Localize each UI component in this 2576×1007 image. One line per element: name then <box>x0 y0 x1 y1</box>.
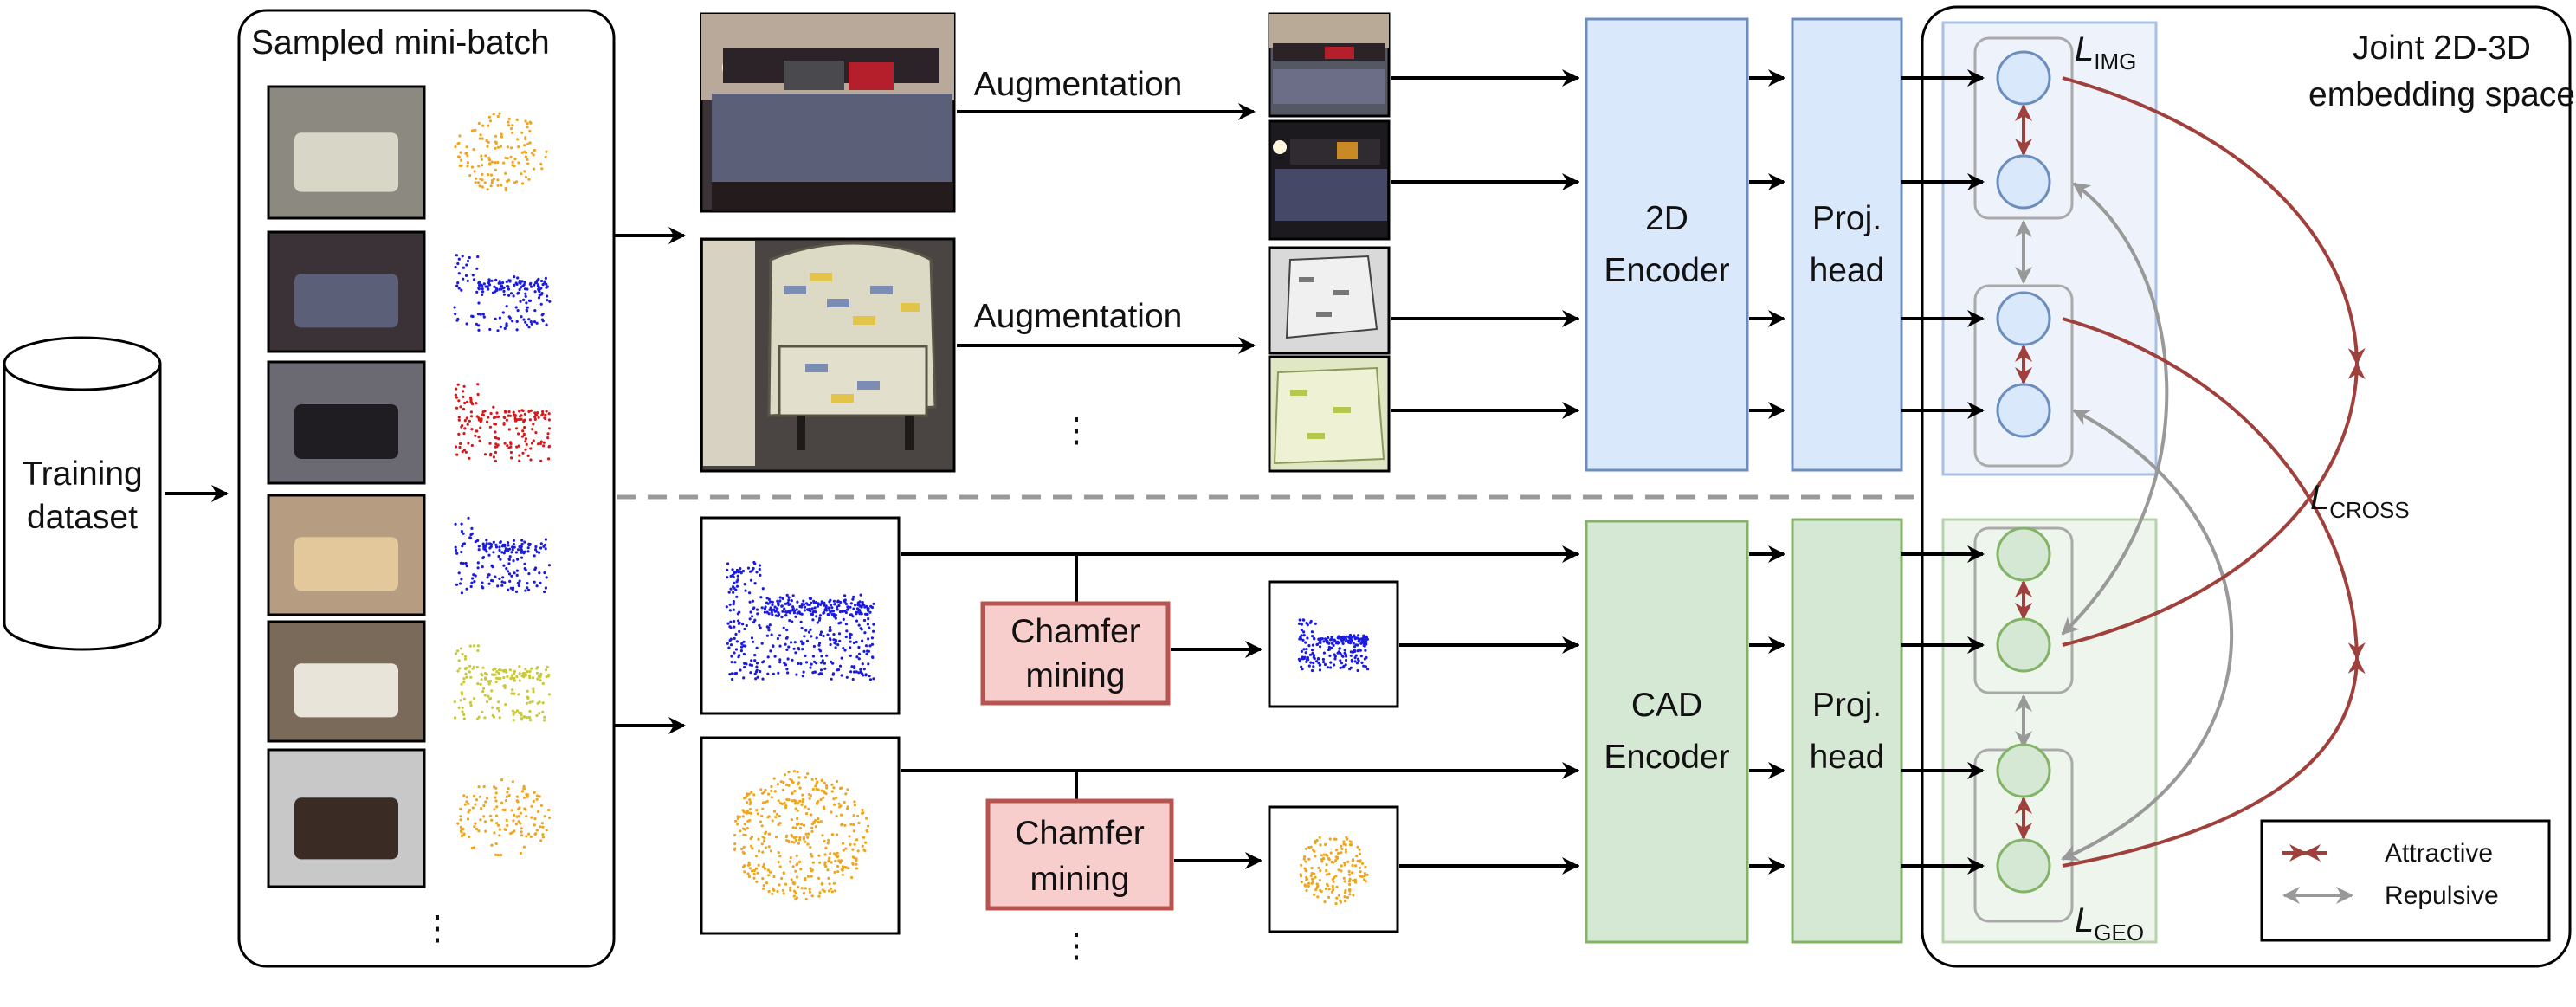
embedding-point-img-1a <box>1996 50 2051 106</box>
encoder-2d: 2D Encoder <box>1585 17 1749 472</box>
pointcloud-bed-large <box>700 516 901 715</box>
encodercad-to-head-arrows <box>1749 545 1785 875</box>
embedding-title-line2: embedding space <box>2308 76 2575 113</box>
augmented-crop-bed-1 <box>1268 12 1391 118</box>
svg-text:LGEO: LGEO <box>2075 901 2144 946</box>
l-cross-sub: CROSS <box>2329 497 2409 523</box>
minibatch-panel: Sampled mini-batch ⋮ <box>237 9 616 968</box>
proj-head-2d: Proj. head <box>1791 17 1903 472</box>
legend-attractive-label: Attractive <box>2385 839 2493 868</box>
proj-head-2d-line1: Proj. <box>1812 200 1882 237</box>
encoder-cad-line1: CAD <box>1631 687 1702 724</box>
chamfer-mining-box-1: Chamfer mining <box>980 601 1171 706</box>
image-bed-large <box>700 12 956 213</box>
encoder-2d-line1: 2D <box>1645 200 1688 237</box>
thumbnail-bed-photo <box>267 230 426 353</box>
chamfer-mining-1-line2: mining <box>1026 657 1126 694</box>
loss-label-img: LIMG <box>2075 30 2136 74</box>
legend-repulsive-label: Repulsive <box>2385 881 2499 910</box>
encoder-2d-line2: Encoder <box>1604 252 1729 289</box>
mined-pointcloud-bed <box>1268 580 1399 708</box>
chamfer-mining-1-line1: Chamfer <box>1010 613 1140 650</box>
training-dataset-cylinder: Training dataset <box>3 336 162 651</box>
minibatch-thumbnails <box>267 85 552 888</box>
embedding-point-img-2a <box>1996 291 2051 346</box>
augmented-crop-chair-2 <box>1268 355 1391 473</box>
embedding-point-geo-1a <box>1996 526 2051 582</box>
proj-head-cad-line1: Proj. <box>1812 687 1882 724</box>
cad-feature-arrows <box>901 545 1579 875</box>
pointcloud-chair-large <box>700 736 901 935</box>
thumbnail-bedframe-photo <box>267 494 426 616</box>
l-img-sub: IMG <box>2094 48 2136 74</box>
chamfer-mining-2-line1: Chamfer <box>1015 815 1145 852</box>
chamfer-mining-box-2: Chamfer mining <box>985 798 1174 911</box>
embedding-point-geo-2a <box>1996 743 2051 798</box>
legend: Attractive Repulsive <box>2260 819 2551 942</box>
inter-pair-repulsive-arrows <box>2015 182 2234 861</box>
thumbnail-pointcloud-orange <box>454 112 548 192</box>
thumbnail-pointcloud-olive <box>453 644 552 722</box>
encoder-cad-line2: Encoder <box>1604 739 1729 776</box>
thumbnail-pointcloud-red <box>454 383 552 463</box>
thumbnail-pointcloud-orange <box>456 778 552 857</box>
l-geo-letter: L <box>2075 901 2094 939</box>
head-to-embedding-arrows <box>1901 69 1985 875</box>
minibatch-title: Sampled mini-batch <box>251 24 550 61</box>
mined-pointcloud-chair <box>1268 805 1399 933</box>
embedding-title-line1: Joint 2D-3D <box>2353 29 2531 67</box>
image-chair-large <box>700 237 956 473</box>
l-geo-sub: GEO <box>2094 920 2144 946</box>
image-branch-more: ⋮ <box>1060 412 1094 449</box>
thumbnail-chair-photo <box>267 85 426 220</box>
l-img-letter: L <box>2075 30 2094 68</box>
thumbnail-office-chair-photo <box>267 748 426 888</box>
embedding-point-img-1b <box>1996 154 2051 210</box>
dataset-label-line2: dataset <box>27 499 138 536</box>
embedding-point-img-2b <box>1996 383 2051 438</box>
augmentation-label-2: Augmentation <box>974 298 1183 335</box>
cad-branch-more: ⋮ <box>1060 927 1094 965</box>
augmentation-label-1: Augmentation <box>974 66 1183 103</box>
embedding-point-geo-1b <box>1996 617 2051 673</box>
encoder2d-to-head-arrows <box>1749 69 1785 419</box>
proj-head-cad-line2: head <box>1810 739 1885 776</box>
cross-modal-attractive-curves <box>2062 76 2366 868</box>
embedding-point-geo-2b <box>1996 838 2051 894</box>
thumbnail-table-photo <box>267 620 426 743</box>
embedding-points <box>1996 50 2051 894</box>
loss-label-geo: LGEO <box>2075 901 2144 946</box>
proj-head-cad: Proj. head <box>1791 518 1903 944</box>
augmented-crop-chair-1 <box>1268 246 1391 355</box>
thumbnail-pointcloud-blue <box>453 254 552 332</box>
image-feature-arrows <box>1391 69 1579 419</box>
l-cross-letter: L <box>2310 479 2329 517</box>
svg-text:LIMG: LIMG <box>2075 30 2136 74</box>
dataset-label-line1: Training <box>22 455 142 493</box>
loss-label-cross: LCROSS <box>2310 479 2410 523</box>
thumbnail-sofa-photo <box>267 360 426 485</box>
svg-text:LCROSS: LCROSS <box>2310 479 2410 523</box>
encoder-cad: CAD Encoder <box>1585 520 1749 944</box>
chamfer-mining-2-line2: mining <box>1030 861 1130 898</box>
thumbnail-pointcloud-blue <box>454 516 552 595</box>
minibatch-more: ⋮ <box>421 910 455 947</box>
proj-head-2d-line2: head <box>1810 252 1885 289</box>
augmented-crop-bed-2 <box>1268 119 1391 241</box>
